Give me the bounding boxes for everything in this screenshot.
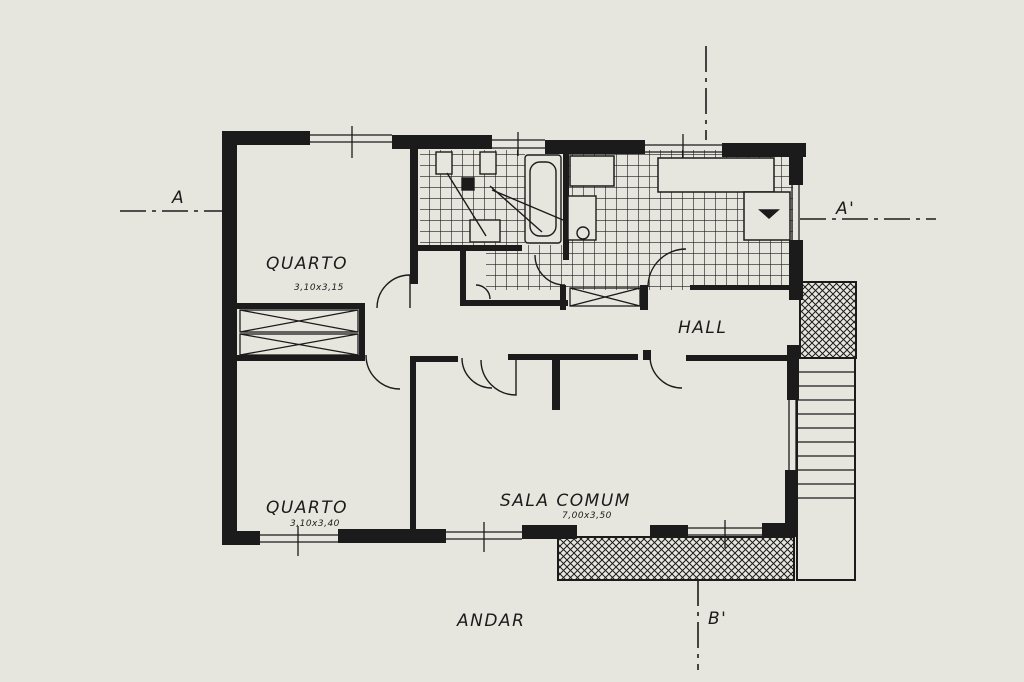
interior-walls bbox=[237, 149, 790, 530]
kitchen-counter bbox=[569, 155, 791, 241]
floor-label: ANDAR bbox=[456, 611, 525, 631]
section-a-prime-label: A' bbox=[835, 199, 855, 219]
balcony bbox=[557, 281, 857, 581]
section-lines bbox=[120, 46, 936, 670]
bathroom-fixtures bbox=[435, 151, 597, 244]
staircase bbox=[796, 357, 856, 581]
outer-walls bbox=[222, 131, 806, 545]
section-a-label: A bbox=[171, 188, 185, 208]
wardrobes bbox=[239, 287, 641, 356]
quarto-bottom-dims: 3,10x3,40 bbox=[290, 519, 340, 529]
door-swings bbox=[365, 248, 687, 396]
quarto-bottom-label: QUARTO bbox=[266, 498, 348, 518]
windows bbox=[260, 126, 800, 556]
sala-label: SALA COMUM bbox=[500, 491, 631, 511]
sala-dims: 7,00x3,50 bbox=[562, 511, 612, 521]
section-b-prime-label: B' bbox=[708, 609, 727, 629]
quarto-top-dims: 3,10x3,15 bbox=[294, 283, 344, 293]
hall-label: HALL bbox=[678, 318, 727, 338]
quarto-top-label: QUARTO bbox=[266, 254, 348, 274]
